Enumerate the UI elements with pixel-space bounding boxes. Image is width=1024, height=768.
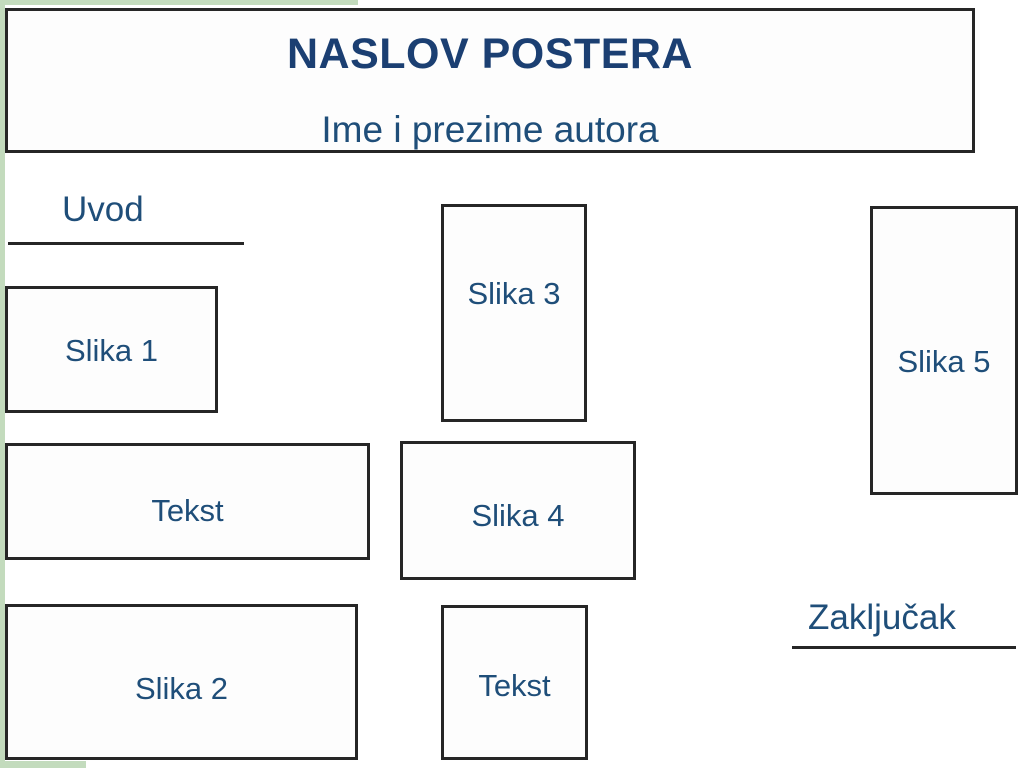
author-line: Ime i prezime autora	[321, 109, 659, 150]
section-rule-zakljucak	[792, 646, 1016, 649]
section-heading-zakljucak[interactable]: Zaključak	[808, 598, 956, 637]
placeholder-label: Tekst	[151, 493, 224, 528]
accent-strip-top	[0, 0, 358, 5]
placeholder-slika-3[interactable]: Slika 3	[441, 204, 587, 422]
placeholder-label: Slika 4	[471, 498, 565, 533]
placeholder-label: Slika 2	[134, 671, 229, 706]
section-heading-uvod[interactable]: Uvod	[62, 190, 144, 229]
page-title: NASLOV POSTERA	[287, 30, 693, 78]
placeholder-slika-2[interactable]: Slika 2	[5, 604, 358, 760]
placeholder-label: Tekst	[478, 668, 551, 703]
placeholder-label: Slika 5	[897, 344, 991, 379]
placeholder-tekst-2[interactable]: Tekst	[441, 605, 588, 760]
placeholder-slika-5[interactable]: Slika 5	[870, 206, 1018, 495]
section-rule-uvod	[8, 242, 244, 245]
placeholder-slika-1[interactable]: Slika 1	[5, 286, 218, 413]
placeholder-slika-4[interactable]: Slika 4	[400, 441, 636, 580]
placeholder-label: Slika 3	[467, 276, 561, 311]
placeholder-label: Slika 1	[64, 333, 159, 368]
accent-strip-bottom	[0, 761, 86, 768]
placeholder-tekst-1[interactable]: Tekst	[5, 443, 370, 560]
title-block[interactable]: NASLOV POSTERA Ime i prezime autora	[5, 8, 975, 153]
accent-strip-left	[0, 0, 5, 768]
